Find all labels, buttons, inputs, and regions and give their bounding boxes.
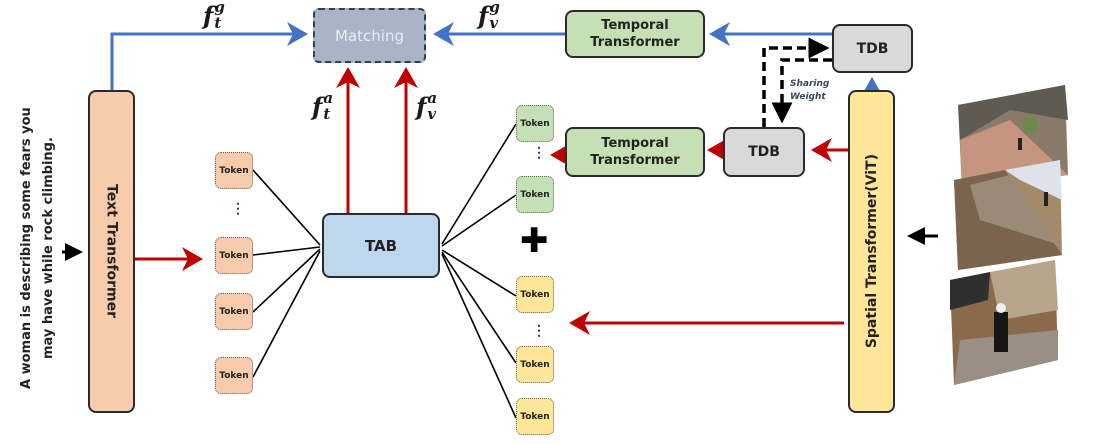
feature-fvg-base: f: [478, 1, 489, 30]
arrow-ftg: [110, 22, 308, 90]
feature-fvg-sub: v: [489, 14, 499, 32]
spatial-transformer-block[interactable]: Spatial Transformer(ViT): [848, 90, 895, 413]
temporal-transformer-mid-label: Temporal Transformer: [590, 136, 680, 168]
tdb-top-block[interactable]: TDB: [832, 24, 913, 73]
tab-label: TAB: [364, 236, 398, 255]
feature-fva-base: f: [416, 92, 427, 121]
text-transformer-block[interactable]: Text Transformer: [88, 90, 135, 413]
spatial-token[interactable]: Token: [516, 346, 554, 383]
sharing-weight-line-2: Weight: [790, 92, 826, 102]
sharing-weight-path-a: [762, 37, 830, 127]
text-token[interactable]: Token: [215, 293, 253, 330]
sharing-weight-line-1: Sharing: [790, 79, 830, 89]
feature-fva-sub: v: [427, 105, 437, 123]
video-frames: [950, 85, 1068, 385]
feature-ftg-base: f: [203, 1, 214, 30]
token-connectors: [252, 123, 517, 419]
video-frame: [954, 160, 1062, 270]
temporal-transformer-top-label: Temporal Transformer: [590, 18, 680, 50]
sharing-weight-path-b: [771, 58, 832, 124]
sharing-weight-label: Sharing Weight: [790, 78, 829, 104]
feature-fva-sup: a: [427, 89, 438, 107]
feature-fta-base: f: [312, 92, 323, 121]
spatial-transformer-label: Spatial Transformer(ViT): [863, 154, 880, 349]
temporal-token[interactable]: Token: [516, 105, 554, 142]
feature-ftg-sup: g: [214, 0, 225, 16]
caption-text: A woman is describing some fears you may…: [19, 107, 56, 389]
temporal-transformer-mid[interactable]: Temporal Transformer: [565, 127, 705, 177]
spatial-token-ellipsis: ⋮: [532, 322, 546, 338]
spatial-token[interactable]: Token: [516, 276, 554, 313]
text-token[interactable]: Token: [215, 152, 253, 189]
feature-fvg-sup: g: [489, 0, 500, 16]
feature-fta-sub: t: [323, 105, 331, 123]
text-token[interactable]: Token: [215, 357, 253, 394]
text-token-ellipsis: ⋮: [231, 200, 245, 216]
input-caption: A woman is describing some fears you may…: [8, 93, 68, 403]
feature-ftg-sub: t: [214, 14, 222, 32]
feature-fta-sup: a: [323, 89, 334, 107]
video-frame: [950, 260, 1058, 385]
tab-block[interactable]: TAB: [322, 213, 440, 278]
temporal-transformer-top[interactable]: Temporal Transformer: [565, 10, 705, 58]
text-transformer-label: Text Transformer: [103, 184, 120, 319]
tdb-top-label: TDB: [856, 40, 889, 57]
temporal-token[interactable]: Token: [516, 176, 554, 213]
matching-label: Matching: [335, 26, 404, 45]
tdb-mid-label: TDB: [748, 144, 780, 160]
spatial-token[interactable]: Token: [516, 398, 554, 435]
text-token[interactable]: Token: [215, 237, 253, 274]
tdb-mid-block[interactable]: TDB: [723, 127, 805, 177]
matching-block[interactable]: Matching: [313, 8, 426, 63]
temporal-token-ellipsis: ⋮: [532, 144, 546, 160]
plus-icon: ✚: [520, 221, 549, 261]
